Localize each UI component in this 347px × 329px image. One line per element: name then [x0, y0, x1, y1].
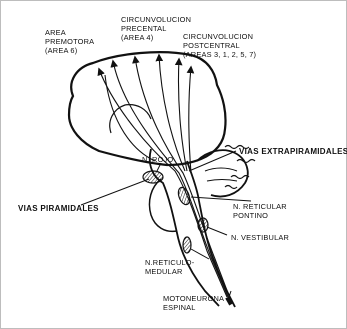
- n-reticulomedular-line1: N.RETICULO-: [145, 258, 194, 267]
- label-vias-extrapiramidales: VIAS EXTRAPIRAMIDALES: [239, 147, 347, 156]
- circ-precentral-line2: PRECENTAL: [121, 24, 191, 33]
- cerebellum-folds: [205, 168, 237, 181]
- vestibular-nucleus: [198, 218, 208, 232]
- vias-extrapiramidales-text: VIAS EXTRAPIRAMIDALES: [239, 147, 347, 156]
- area-premotora-line1: AREA: [45, 28, 94, 37]
- label-n-vestibular: N. VESTIBULAR: [231, 233, 289, 242]
- label-motoneurona-espinal: MOTONEURONA ESPINAL: [163, 294, 224, 312]
- brainstem-outline-inner: [187, 161, 235, 307]
- red-nucleus: [143, 171, 163, 183]
- pons-bulge: [149, 179, 177, 231]
- circ-postcentral-line2: POSTCENTRAL: [183, 41, 256, 50]
- motoneurona-espinal-line1: MOTONEURONA: [163, 294, 224, 303]
- n-reticular-pontino-line2: PONTINO: [233, 211, 287, 220]
- label-area-premotora: AREA PREMOTORA (AREA 6): [45, 28, 94, 55]
- label-vias-piramidales: VIAS PIRAMIDALES: [18, 204, 99, 213]
- label-circunvolucion-postcentral: CIRCUNVOLUCION POSTCENTRAL (AREAS 3, 1, …: [183, 32, 256, 59]
- circ-postcentral-line3: (AREAS 3, 1, 2, 5, 7): [183, 50, 256, 59]
- vias-piramidales-text: VIAS PIRAMIDALES: [18, 204, 99, 213]
- circ-postcentral-line1: CIRCUNVOLUCION: [183, 32, 256, 41]
- n-reticulomedular-line2: MEDULAR: [145, 267, 194, 276]
- circ-precentral-line3: (AREA 4): [121, 33, 191, 42]
- n-vestibular-text: N. VESTIBULAR: [231, 233, 289, 242]
- label-n-reticular-pontino: N. RETICULAR PONTINO: [233, 202, 287, 220]
- label-circunvolucion-precentral: CIRCUNVOLUCION PRECENTAL (AREA 4): [121, 15, 191, 42]
- label-n-rojo: N. ROJO: [142, 155, 173, 164]
- reticulomedullary-nucleus: [183, 237, 191, 253]
- n-reticular-pontino-line1: N. RETICULAR: [233, 202, 287, 211]
- area-premotora-line2: PREMOTORA: [45, 37, 94, 46]
- motoneurona-espinal-line2: ESPINAL: [163, 303, 224, 312]
- cerebral-hemisphere-outline: [69, 52, 226, 165]
- area-premotora-line3: (AREA 6): [45, 46, 94, 55]
- label-n-reticulomedular: N.RETICULO- MEDULAR: [145, 258, 194, 276]
- circ-precentral-line1: CIRCUNVOLUCION: [121, 15, 191, 24]
- n-rojo-text: N. ROJO: [142, 155, 173, 164]
